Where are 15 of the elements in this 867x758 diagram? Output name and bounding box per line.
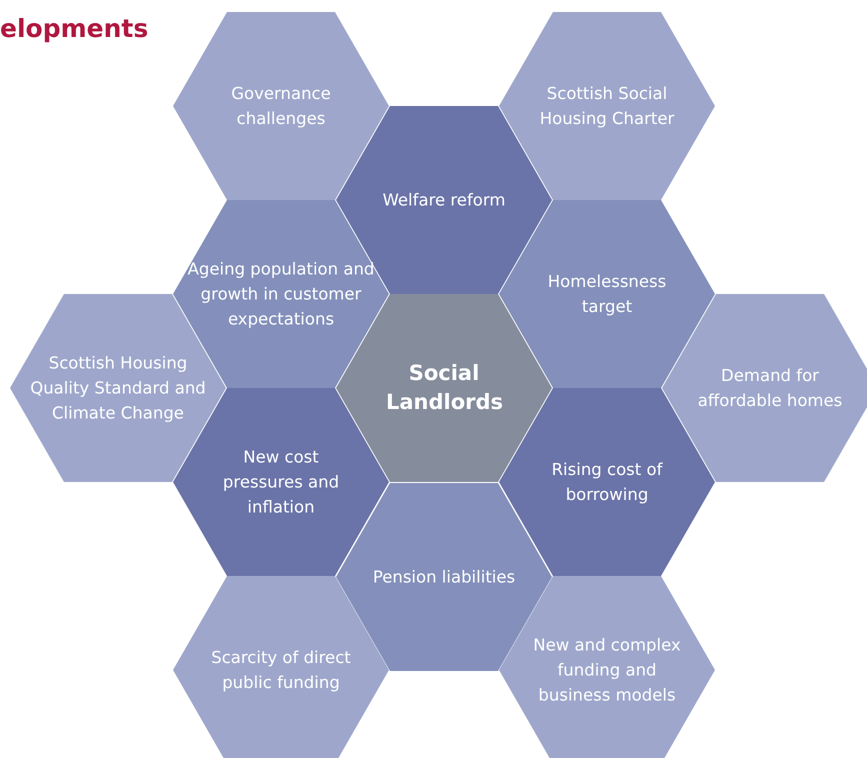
hexagon-label: Scarcity of direct public funding bbox=[210, 647, 352, 694]
hexagon-label: Social Landlords bbox=[386, 360, 502, 416]
hexagon-label: Ageing population and growth in customer expectations bbox=[187, 258, 375, 330]
hexagon-label: New and complex funding and business models bbox=[532, 634, 682, 706]
hexagon-label: Welfare reform bbox=[382, 190, 506, 212]
hexagon-label: Scottish Social Housing Charter bbox=[538, 83, 676, 130]
hexagon-label: Scottish Housing Quality Standard and Climate Change bbox=[29, 352, 207, 424]
hexagon-label: Pension liabilities bbox=[372, 566, 516, 588]
hexagon-label: New cost pressures and inflation bbox=[222, 446, 340, 518]
heading: elopments bbox=[0, 14, 148, 43]
hexagon-label: Demand for affordable homes bbox=[696, 365, 844, 412]
hexagon-label: Rising cost of borrowing bbox=[550, 459, 664, 506]
hexagon-tile bbox=[662, 294, 867, 482]
hexagon-label: Governance challenges bbox=[230, 83, 332, 130]
hexagon-label: Homelessness target bbox=[546, 271, 668, 318]
